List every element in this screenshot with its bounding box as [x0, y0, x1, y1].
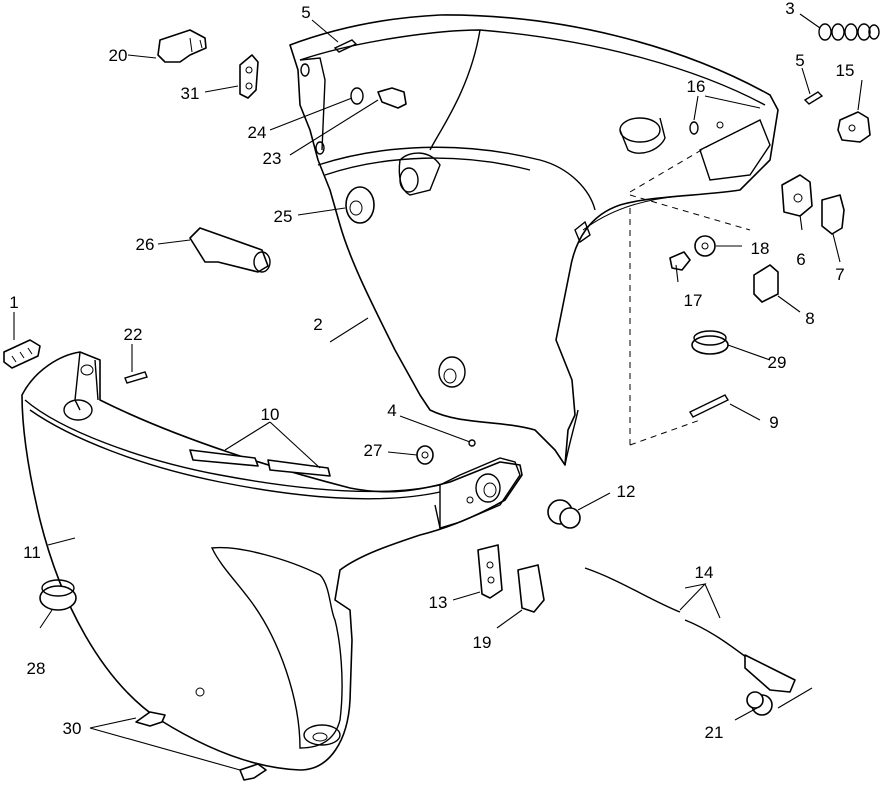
washer-part-18	[694, 235, 716, 257]
ring-part-24	[350, 87, 364, 105]
callout-25: 25	[274, 207, 293, 226]
callout-26: 26	[136, 235, 155, 254]
callout-16: 16	[687, 77, 706, 96]
callout-23: 23	[263, 149, 282, 168]
callout-6: 6	[796, 250, 805, 269]
tube-part-26	[189, 227, 271, 273]
grommet-part-28	[39, 579, 77, 611]
latch-part-20	[157, 29, 207, 63]
callout-24: 24	[248, 123, 267, 142]
callout-18: 18	[751, 239, 770, 258]
callout-30: 30	[63, 719, 82, 738]
callout-5a: 5	[301, 3, 310, 22]
callout-12: 12	[617, 482, 636, 501]
callout-19: 19	[473, 633, 492, 652]
callout-21: 21	[705, 723, 724, 742]
spring-part-3	[818, 23, 880, 41]
callout-4: 4	[387, 401, 396, 420]
callout-13: 13	[429, 593, 448, 612]
callout-20: 20	[109, 46, 128, 65]
knob-part-12	[547, 499, 581, 529]
block-part-8	[753, 264, 779, 303]
screw-part-5a	[333, 39, 358, 53]
cap-part-19	[517, 564, 545, 613]
leader-lines	[13, 13, 863, 771]
nut-part-27	[416, 445, 434, 465]
screw-part-30	[135, 711, 267, 781]
lower-cowl-part	[21, 351, 523, 771]
callout-17: 17	[684, 291, 703, 310]
bracket-part-13	[477, 544, 503, 599]
clip-part-1	[3, 339, 41, 369]
callout-22: 22	[124, 325, 143, 344]
grommet-part-25	[345, 186, 375, 224]
callout-3: 3	[785, 0, 794, 18]
cap-part-7	[821, 194, 845, 235]
construction-lines	[629, 144, 751, 446]
callout-9: 9	[769, 413, 778, 432]
callout-8: 8	[805, 309, 814, 328]
callout-27: 27	[364, 441, 383, 460]
hook-part-31	[239, 54, 259, 99]
cable-part-14	[584, 567, 796, 693]
washer-part-16	[689, 121, 699, 135]
pin-part-22	[124, 371, 148, 384]
callout-5b: 5	[795, 51, 804, 70]
bolt-part-9	[689, 394, 729, 418]
latch-part-6	[781, 174, 813, 217]
callout-2: 2	[313, 315, 322, 334]
callout-7: 7	[835, 265, 844, 284]
screw-part-5b	[803, 91, 824, 105]
callout-1: 1	[9, 293, 18, 312]
callout-labels: 1 2 3 4 5 5 6 7 8 9 10 11 12 13 14 15 16…	[9, 0, 854, 742]
bracket-part-15	[837, 111, 871, 143]
callout-28: 28	[27, 659, 46, 678]
bolt-part-17	[669, 251, 691, 271]
callout-11: 11	[23, 543, 41, 562]
callout-10: 10	[261, 405, 280, 424]
grommet-part-29	[691, 330, 729, 355]
pin-part-23	[377, 87, 407, 109]
screw-part-4	[468, 439, 476, 447]
callout-15: 15	[836, 61, 855, 80]
callout-31: 31	[181, 84, 200, 103]
knob-part-21	[746, 691, 773, 716]
callout-29: 29	[768, 353, 787, 372]
seal-part-10	[189, 449, 331, 477]
callout-14: 14	[695, 563, 714, 582]
upper-cowl-part	[289, 14, 779, 466]
